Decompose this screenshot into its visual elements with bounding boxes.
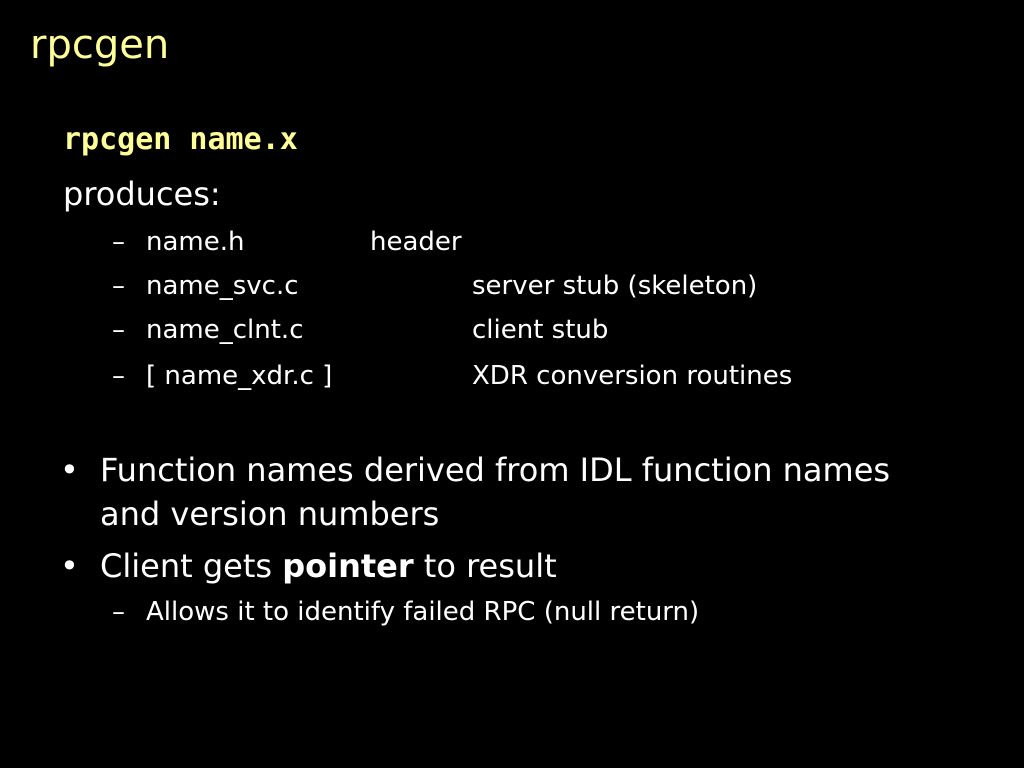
produces-label: produces: [63, 175, 221, 213]
bullet-text-bold: pointer [282, 547, 414, 585]
bullet-text-before: Client gets [100, 547, 283, 585]
dash-marker: – [112, 315, 125, 345]
file-description: header [370, 227, 462, 257]
file-name: name_svc.c [146, 271, 299, 301]
command-line: rpcgen name.x [63, 122, 298, 157]
file-name: name.h [146, 227, 245, 257]
file-description: XDR conversion routines [472, 361, 793, 391]
bullet-dot: • [60, 451, 79, 489]
bullet-text-after: to result [413, 547, 557, 585]
dash-marker: – [112, 597, 125, 627]
bullet-text: Client gets pointer to result [100, 544, 940, 588]
bullet-dot: • [60, 547, 79, 585]
file-description: client stub [472, 315, 609, 345]
dash-marker: – [112, 361, 125, 391]
dash-marker: – [112, 271, 125, 301]
slide-title: rpcgen [30, 22, 170, 68]
dash-marker: – [112, 227, 125, 257]
file-name: [ name_xdr.c ] [146, 361, 333, 391]
file-name: name_clnt.c [146, 315, 304, 345]
bullet-text: Function names derived from IDL function… [100, 451, 891, 533]
sub-bullet-text: Allows it to identify failed RPC (null r… [146, 597, 700, 627]
file-description: server stub (skeleton) [472, 271, 758, 301]
